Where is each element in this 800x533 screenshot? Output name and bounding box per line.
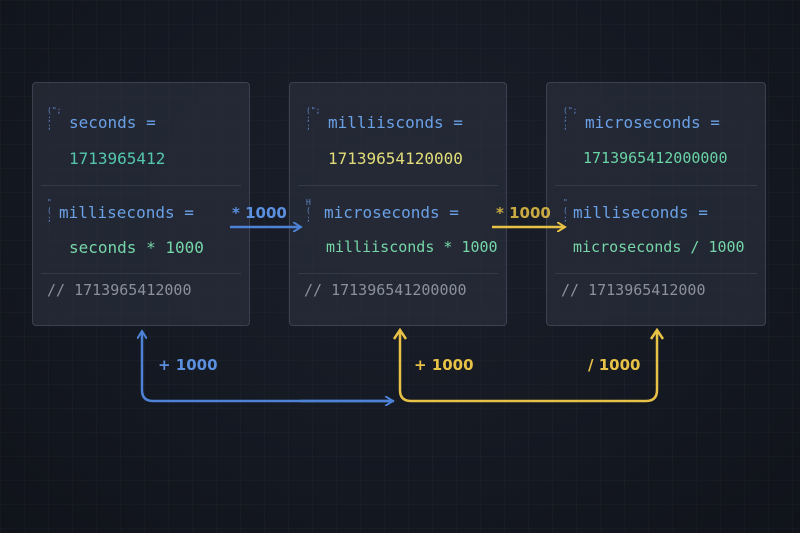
result-comment: // 171396541200000 bbox=[304, 281, 467, 299]
code-glyph: " ( ; bbox=[563, 198, 568, 223]
milliseconds-calc-expression: seconds * 1000 bbox=[69, 238, 204, 257]
card-divider bbox=[41, 273, 241, 274]
microseconds-value: 1713965412000000 bbox=[583, 149, 728, 167]
milliseconds-calc-label: milliseconds = bbox=[59, 203, 194, 222]
bottom-yellow-left-arrow-label: + 1000 bbox=[414, 356, 474, 374]
seconds-card: ("; ; ; seconds = 1713965412 " ( ; milli… bbox=[32, 82, 250, 326]
top-right-arrow-label: * 1000 bbox=[496, 204, 551, 222]
code-glyph: ("; ; ; bbox=[306, 106, 321, 131]
bottom-yellow-arrow bbox=[398, 332, 659, 403]
result-comment: // 1713965412000 bbox=[47, 281, 192, 299]
bottom-yellow-arrowhead-right bbox=[649, 327, 665, 340]
bottom-blue-arrow-label: + 1000 bbox=[158, 356, 218, 374]
bottom-yellow-arrowhead-left bbox=[392, 327, 408, 340]
bottom-yellow-right-arrow-label: / 1000 bbox=[588, 356, 641, 374]
seconds-value: 1713965412 bbox=[69, 149, 166, 168]
card-divider bbox=[555, 185, 757, 186]
code-glyph: ("; ; ; bbox=[563, 106, 578, 131]
milliseconds-card: ("; ; ; milliisconds = 17139654120000 H … bbox=[289, 82, 507, 326]
code-glyph: " ( ; bbox=[47, 198, 52, 223]
code-glyph: ("; ; ; bbox=[47, 106, 62, 131]
milliseconds-variable-label: milliisconds = bbox=[328, 113, 463, 132]
seconds-variable-label: seconds = bbox=[69, 113, 156, 132]
bottom-blue-arrow-up bbox=[142, 332, 394, 403]
microseconds-calc-label: microseconds = bbox=[324, 203, 459, 222]
top-left-arrow-label: * 1000 bbox=[232, 204, 287, 222]
card-divider bbox=[298, 273, 498, 274]
card-divider bbox=[555, 273, 757, 274]
microseconds-card: ("; ; ; microseconds = 1713965412000000 … bbox=[546, 82, 766, 326]
microseconds-variable-label: microseconds = bbox=[585, 113, 720, 132]
code-glyph: H ( ; bbox=[306, 198, 311, 223]
milliseconds-calc-expression: microseconds / 1000 bbox=[573, 238, 745, 256]
microseconds-calc-expression: milliisconds * 1000 bbox=[326, 238, 498, 256]
card-divider bbox=[298, 185, 498, 186]
milliseconds-calc-label: milliseconds = bbox=[573, 203, 708, 222]
card-divider bbox=[41, 185, 241, 186]
milliseconds-value: 17139654120000 bbox=[328, 149, 463, 168]
result-comment: // 1713965412000 bbox=[561, 281, 706, 299]
